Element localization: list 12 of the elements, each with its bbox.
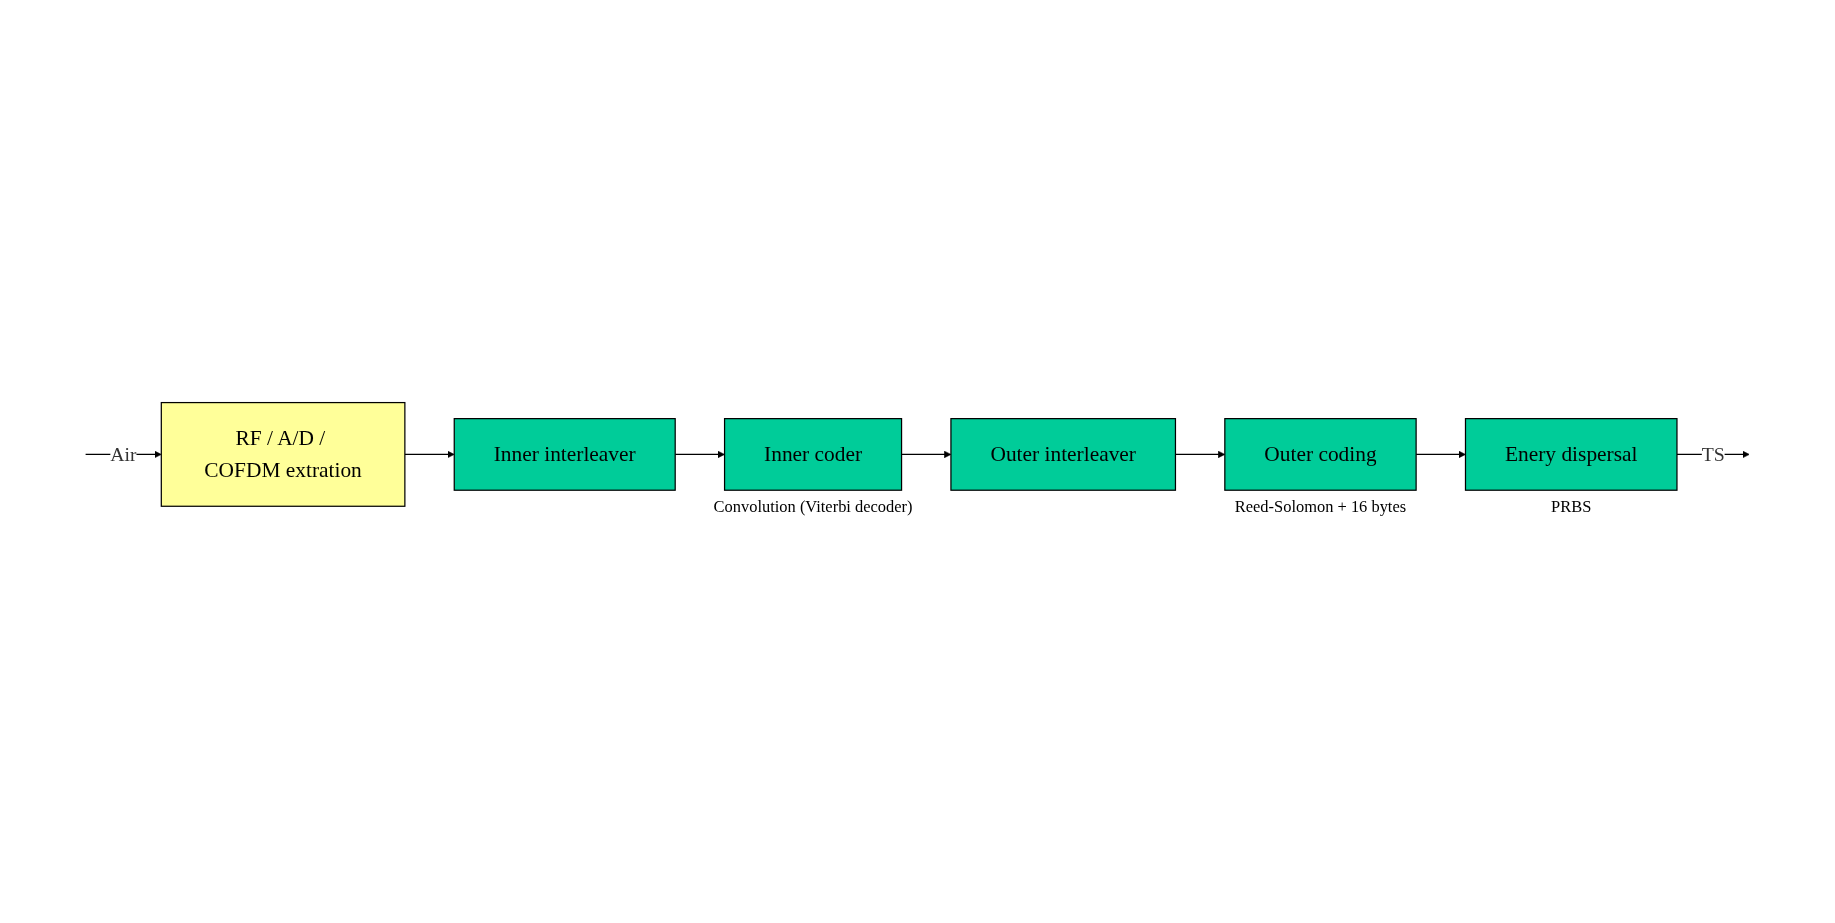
annotation-text: Convolution (Viterbi decoder) <box>713 496 913 516</box>
edge-label: Air <box>110 444 137 466</box>
node-box: Inner interleaver <box>453 418 676 492</box>
node-box: RF / A/D / COFDM extration <box>160 402 406 508</box>
annotation-text: PRBS <box>1551 496 1592 516</box>
node-box: Outer interleaver <box>950 418 1177 492</box>
arrow <box>404 451 455 459</box>
node-box: Inner coder <box>723 418 903 492</box>
node-box: Enery dispersal <box>1464 418 1678 492</box>
annotation-text: Reed-Solomon + 16 bytes <box>1234 496 1407 516</box>
edge-label: TS <box>1701 444 1725 466</box>
node-box: Outer coding <box>1224 418 1417 492</box>
